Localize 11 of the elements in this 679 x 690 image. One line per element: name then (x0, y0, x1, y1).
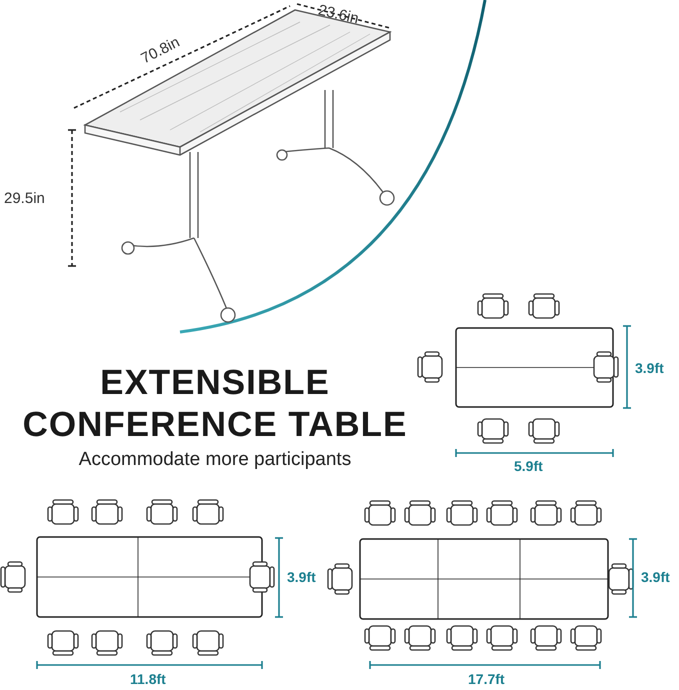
dimension-label: 11.8ft (130, 671, 166, 687)
dimension-label: 17.7ft (468, 671, 505, 687)
dimension-label: 29.5in (4, 190, 45, 207)
dimension-label: 23.6in (316, 2, 360, 28)
dimension-label: 3.9ft (641, 569, 670, 585)
dimension-label: 3.9ft (635, 360, 664, 376)
dimension-label: 3.9ft (287, 569, 316, 585)
dimension-label: 70.8in (138, 34, 182, 68)
dimension-label: 5.9ft (514, 458, 543, 474)
title: EXTENSIBLE CONFERENCE TABLE (22, 362, 408, 446)
subtitle: Accommodate more participants (78, 449, 352, 471)
